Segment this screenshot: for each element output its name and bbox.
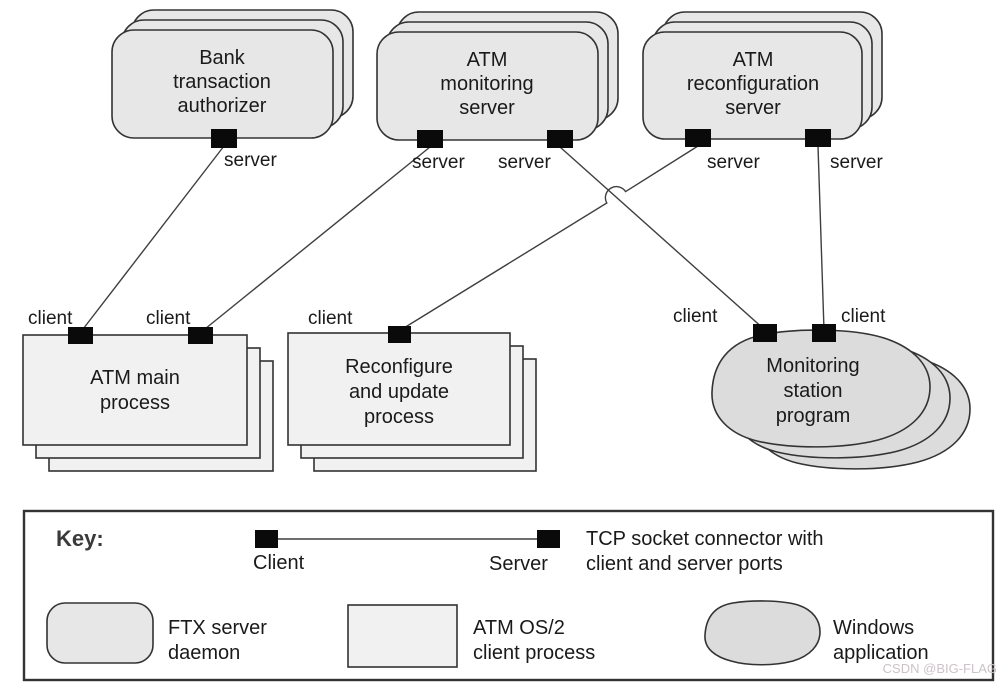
key-title: Key: [56,526,104,551]
node-label: and update [349,381,449,403]
client-port-label: client [308,308,353,329]
key-item-label: ATM OS/2 [473,617,565,639]
key-item-label: daemon [168,642,240,664]
tcp-socket-connectors [79,145,825,334]
server-port-label: server [224,150,277,171]
client-port-label: client [28,308,73,329]
client-port-label: client [146,308,191,329]
atm-main-process-node: ATM main process client client [22,308,274,472]
connector-monitoring-to-atm-main [199,146,431,334]
client-port [188,327,213,344]
server-port-label: server [412,152,465,173]
node-label: ATM [733,49,774,71]
node-label: ATM main [90,367,180,389]
client-port-label: client [673,306,718,327]
node-label: station [784,380,843,402]
connector-bank-to-atm-main [79,145,225,334]
node-label: process [364,406,434,428]
key-connector-description: TCP socket connector with [586,528,824,550]
node-label: server [725,97,781,119]
node-label: Monitoring [766,355,859,377]
stack-layer-front [376,31,599,141]
reconfigure-update-process-node: Reconfigure and update process client [287,308,537,472]
node-label: transaction [173,71,271,93]
connector-monitoring-to-station [559,146,766,331]
client-port [388,326,411,343]
node-label: ATM [467,49,508,71]
server-ports: server server server server server [211,129,883,173]
key-item-label: client process [473,642,595,664]
server-port [805,129,831,147]
key-item-label: FTX server [168,617,267,639]
node-label: monitoring [440,73,533,95]
client-port-label: client [841,306,886,327]
client-port [812,324,836,342]
key-ftx-server-daemon-shape [46,602,154,664]
watermark-text: CSDN @BIG-FLAG [883,661,997,676]
server-port [211,129,237,148]
server-port [685,129,711,147]
key-windows-application-shape [704,600,821,666]
client-port [68,327,93,344]
key-server-port [537,530,560,548]
node-label: process [100,392,170,414]
key-legend: Key: Client Server TCP socket connector … [22,509,995,682]
server-port [417,130,443,148]
atm-monitoring-server-node: ATM monitoring server [376,11,619,141]
key-item-label: Windows [833,617,914,639]
key-connector-description: client and server ports [586,553,783,575]
key-client-port [255,530,278,548]
stack-layer-front [22,334,248,446]
node-label: authorizer [178,95,267,117]
monitoring-station-program-node: Monitoring station program client client [673,306,971,470]
server-port [547,130,573,148]
connector-reconfiguration-to-update-process-with-hop [398,145,699,332]
key-atm-os2-client-process-shape [347,604,458,668]
server-port-label: server [830,152,883,173]
connector-reconfiguration-to-station [817,145,825,331]
node-label: Reconfigure [345,356,453,378]
server-port-label: server [498,152,551,173]
key-client-label: Client [253,552,305,574]
stack-layer-front [642,31,863,140]
key-server-label: Server [489,553,548,575]
node-label: reconfiguration [687,73,819,95]
bank-transaction-authorizer-node: Bank transaction authorizer [111,9,354,139]
key-item-label: application [833,642,929,664]
client-port [753,324,777,342]
node-label: server [459,97,515,119]
node-label: Bank [199,47,246,69]
atm-reconfiguration-server-node: ATM reconfiguration server [642,11,883,140]
node-label: program [776,405,850,427]
server-port-label: server [707,152,760,173]
stack-layer-front [287,332,511,446]
